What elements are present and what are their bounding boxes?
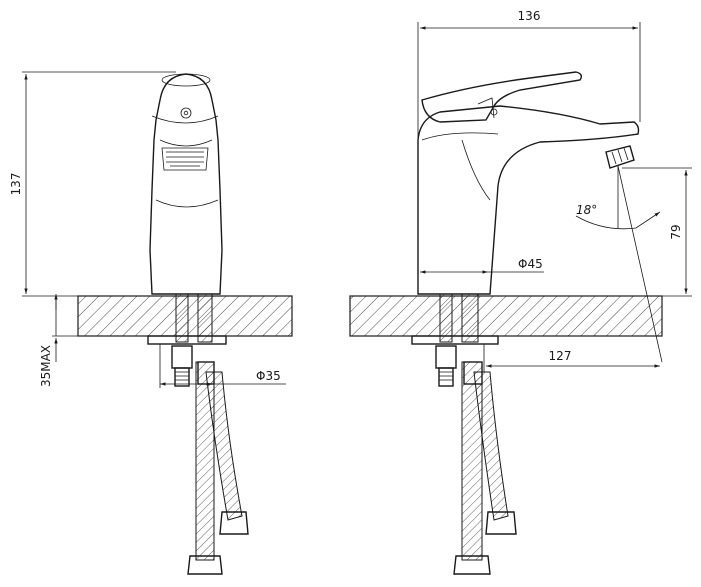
front-hose-upper: [197, 293, 213, 343]
spout-centerline: [617, 165, 663, 363]
side-hose-nut-left: [453, 555, 491, 575]
dim-arc-18: [575, 211, 661, 230]
dim-label-127: 127: [549, 349, 572, 363]
dim-label-136: 136: [518, 9, 541, 23]
front-nut: [171, 345, 193, 369]
dim-label-137: 137: [9, 173, 23, 196]
side-countertop: [349, 295, 663, 337]
front-view: 137 35MAX Φ35: [9, 71, 293, 575]
side-lever-handle: [421, 71, 583, 123]
side-faucet-body: [417, 105, 640, 295]
front-mounting-stud: [175, 293, 189, 343]
handle-screw-icon: [180, 107, 192, 119]
side-mounting-stud: [439, 293, 453, 343]
side-view: 136 Φ45 79 18° 127: [349, 9, 692, 575]
dim-label-phi35: Φ35: [256, 369, 281, 383]
dim-label-phi45: Φ45: [518, 257, 543, 271]
front-hose-nut-left: [187, 555, 223, 575]
dim-label-35max: 35MAX: [39, 345, 53, 387]
side-lever-screw-icon: [490, 108, 498, 116]
front-aerator: [161, 147, 209, 171]
front-hose-nut-right: [219, 511, 249, 535]
side-mounting-plate: [411, 335, 499, 345]
dim-label-79: 79: [669, 224, 683, 239]
front-mounting-plate: [147, 335, 227, 345]
dim-label-18: 18°: [576, 203, 597, 217]
side-hose-right: [473, 371, 509, 521]
front-hose-right: [205, 371, 243, 521]
side-hose-nut-right: [485, 511, 517, 535]
side-hose-upper: [461, 293, 479, 343]
side-nut: [435, 345, 457, 369]
front-faucet-body: [149, 73, 223, 295]
front-handle-top: [161, 73, 211, 87]
side-aerator: [605, 145, 635, 169]
